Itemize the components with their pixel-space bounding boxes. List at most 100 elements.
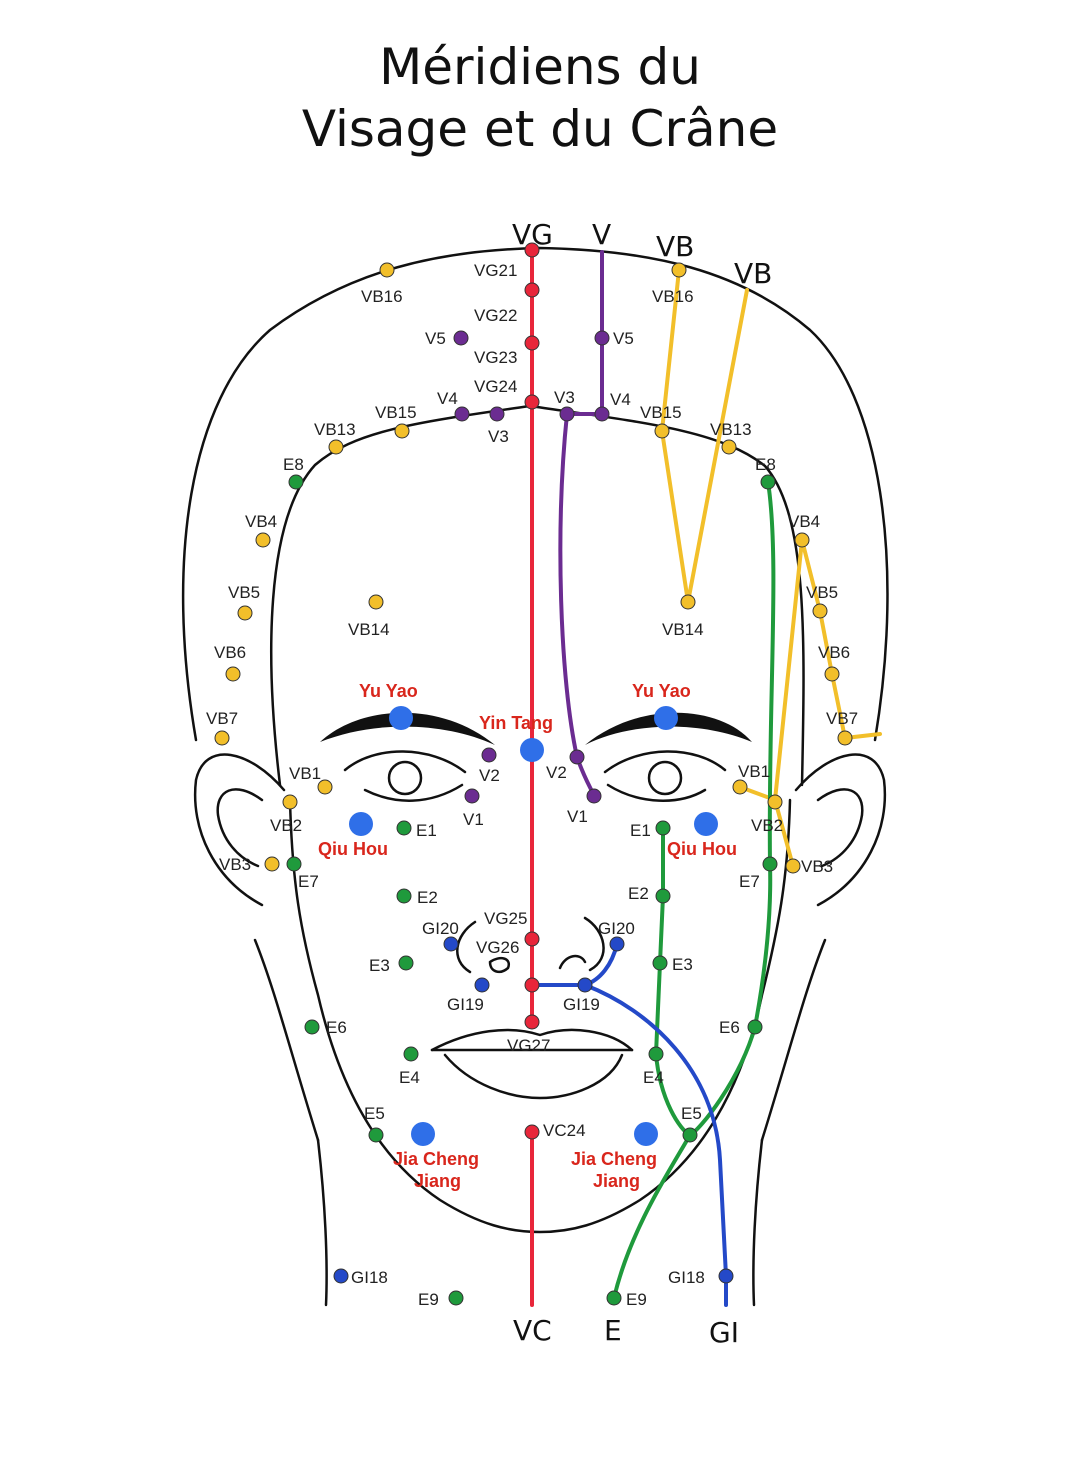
ear-left xyxy=(193,753,286,907)
label-vb16-r: VB16 xyxy=(652,287,694,306)
label-v4-r: V4 xyxy=(610,390,631,409)
dot-e9-r xyxy=(606,1290,622,1306)
face-contour xyxy=(288,798,792,1234)
dot-gi19-r xyxy=(577,977,593,993)
dot-jia-cheng-jiang-l xyxy=(411,1122,435,1146)
dot-vb15-r xyxy=(654,423,670,439)
label-vb6-l: VB6 xyxy=(214,643,246,662)
neck-left xyxy=(316,1138,328,1307)
meridian-labels: VG V VB VB VC E GI xyxy=(512,218,772,1349)
label-e1-r: E1 xyxy=(630,821,651,840)
label-e3-r: E3 xyxy=(672,955,693,974)
label-vb15-r: VB15 xyxy=(640,403,682,422)
dot-yu-yao-r xyxy=(654,706,678,730)
eye-right-lower xyxy=(606,783,707,802)
label-vb4-l: VB4 xyxy=(245,512,277,531)
dot-e6-l xyxy=(304,1019,320,1035)
label-vb7-l: VB7 xyxy=(206,709,238,728)
label-meridian-v: V xyxy=(592,218,611,251)
nostril-left xyxy=(488,956,511,974)
label-vb13-l: VB13 xyxy=(314,420,356,439)
label-vg22: VG22 xyxy=(474,306,517,325)
dot-gi20-l xyxy=(443,936,459,952)
dot-vb2-l xyxy=(282,794,298,810)
label-qiu-hou-l: Qiu Hou xyxy=(318,839,388,859)
mouth-upper xyxy=(430,1028,634,1052)
dot-gi18-r xyxy=(718,1268,734,1284)
dot-e5-l xyxy=(368,1127,384,1143)
label-meridian-e: E xyxy=(604,1314,622,1347)
label-meridian-vg: VG xyxy=(512,218,553,251)
dot-gi18-l xyxy=(333,1268,349,1284)
label-vb1-r: VB1 xyxy=(738,762,770,781)
mouth-lower xyxy=(443,1053,624,1100)
label-e4-l: E4 xyxy=(399,1068,420,1087)
dot-v3-r xyxy=(559,406,575,422)
skull-outline xyxy=(181,246,889,742)
diagram-title: Méridiens du Visage et du Crâne xyxy=(0,36,1080,160)
label-e3-l: E3 xyxy=(369,956,390,975)
dot-e7-l xyxy=(286,856,302,872)
label-vb14-l: VB14 xyxy=(348,620,390,639)
dot-v4-r xyxy=(594,406,610,422)
label-e5-r: E5 xyxy=(681,1104,702,1123)
dot-vc24 xyxy=(524,1124,540,1140)
label-vb2-l: VB2 xyxy=(270,816,302,835)
label-e6-r: E6 xyxy=(719,1018,740,1037)
dot-qiu-hou-r xyxy=(694,812,718,836)
dot-qiu-hou-l xyxy=(349,812,373,836)
label-v5-r: V5 xyxy=(613,329,634,348)
eye-left-lower xyxy=(363,783,464,802)
dot-vg24 xyxy=(524,394,540,410)
dot-vb14-r xyxy=(680,594,696,610)
dot-v3-l xyxy=(489,406,505,422)
label-v1-l: V1 xyxy=(463,810,484,829)
extra-point-labels: Yu Yao Yu Yao Yin Tang Qiu Hou Qiu Hou J… xyxy=(318,681,737,1191)
eyebrow-right xyxy=(585,712,752,745)
acupoint-dots xyxy=(214,242,853,1306)
label-vb16-l: VB16 xyxy=(361,287,403,306)
label-vb3-r: VB3 xyxy=(801,857,833,876)
label-vg25: VG25 xyxy=(484,909,527,928)
label-vb4-r: VB4 xyxy=(788,512,820,531)
dot-vg27 xyxy=(524,1014,540,1030)
dot-e1-r xyxy=(655,820,671,836)
label-gi18-l: GI18 xyxy=(351,1268,388,1287)
label-vb5-r: VB5 xyxy=(806,583,838,602)
label-e8-l: E8 xyxy=(283,455,304,474)
dot-v5-l xyxy=(453,330,469,346)
label-vg21: VG21 xyxy=(474,261,517,280)
label-meridian-vb-2: VB xyxy=(734,257,772,290)
label-e4-r: E4 xyxy=(643,1068,664,1087)
label-jia-cheng-jiang-l-2: Jiang xyxy=(414,1171,461,1191)
label-gi20-r: GI20 xyxy=(598,919,635,938)
label-vc24: VC24 xyxy=(543,1121,586,1140)
label-e7-r: E7 xyxy=(739,872,760,891)
pupil-right xyxy=(647,760,683,796)
dot-e2-r xyxy=(655,888,671,904)
ear-right xyxy=(794,753,887,907)
label-yu-yao-l: Yu Yao xyxy=(359,681,418,701)
dot-vb1-l xyxy=(317,779,333,795)
label-yin-tang: Yin Tang xyxy=(479,713,553,733)
dot-vb5-r xyxy=(812,603,828,619)
dot-vb4-l xyxy=(255,532,271,548)
dot-vg25 xyxy=(524,931,540,947)
dot-vb4-r xyxy=(794,532,810,548)
nose-right xyxy=(583,916,605,972)
jaw-left xyxy=(253,938,320,1142)
ear-left-inner xyxy=(216,788,264,868)
label-v3-l: V3 xyxy=(488,427,509,446)
pupil-left xyxy=(387,760,423,796)
dot-vb14-l xyxy=(368,594,384,610)
dot-vb15-l xyxy=(394,423,410,439)
dot-e2-l xyxy=(396,888,412,904)
label-e1-l: E1 xyxy=(416,821,437,840)
dot-v4-l xyxy=(454,406,470,422)
label-vb15-l: VB15 xyxy=(375,403,417,422)
dot-vg26 xyxy=(524,977,540,993)
dot-gi20-r xyxy=(609,936,625,952)
dot-e6-r xyxy=(747,1019,763,1035)
label-v3-r: V3 xyxy=(554,388,575,407)
